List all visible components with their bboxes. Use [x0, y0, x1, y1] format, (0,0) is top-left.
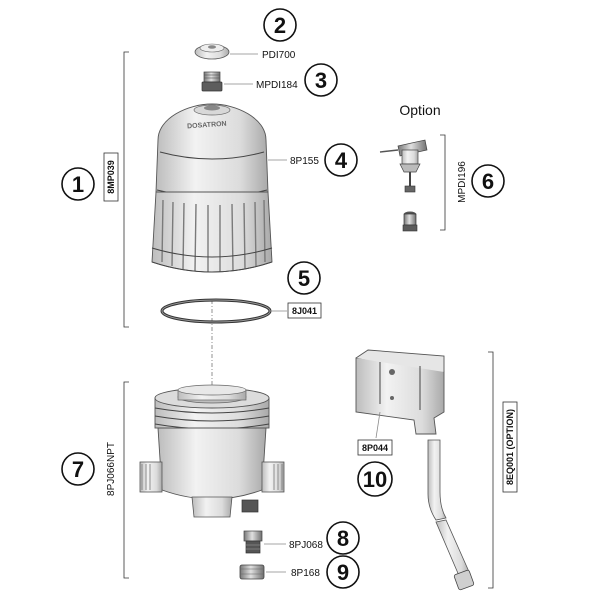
label-mpdi196: MPDI196 — [457, 161, 468, 203]
label-8p044: 8P044 — [362, 443, 388, 453]
callout-9: 9 — [337, 560, 349, 585]
callout-circle-10 — [357, 461, 393, 497]
bracket-eq001 — [488, 351, 494, 589]
callout-circle-1 — [61, 167, 95, 201]
cap-part — [194, 43, 230, 60]
bracket-1 — [123, 51, 129, 328]
label-8mp039: 8MP039 — [106, 160, 116, 194]
label-box-8eq001 — [502, 401, 518, 493]
callout-8: 8 — [337, 526, 349, 551]
callout-circle-8 — [326, 521, 360, 555]
label-8j041: 8J041 — [292, 306, 317, 316]
callout-circle-4 — [324, 143, 358, 177]
callout-4: 4 — [335, 148, 348, 173]
lower-body-part — [139, 384, 285, 518]
callout-10: 10 — [363, 467, 387, 492]
label-box-8mp039 — [103, 152, 119, 202]
callout-7: 7 — [72, 457, 84, 482]
label-8pj066npt: 8PJ066NPT — [106, 442, 117, 496]
label-8p168: 8P168 — [291, 568, 320, 579]
callout-circle-5 — [287, 261, 321, 295]
callout-2: 2 — [274, 13, 286, 38]
label-8eq001: 8EQ001 (OPTION) — [505, 409, 515, 485]
check-valve-part — [243, 530, 263, 554]
label-mpdi184: MPDI184 — [256, 80, 298, 91]
label-pdi700: PDI700 — [262, 50, 296, 61]
callout-circle-3 — [304, 63, 338, 97]
callout-circle-9 — [326, 555, 360, 589]
label-box-8j041 — [287, 302, 322, 319]
bracket-6 — [440, 134, 446, 231]
option-valve-part — [379, 139, 428, 232]
callout-3: 3 — [315, 68, 327, 93]
fitting-part — [201, 71, 223, 92]
callout-1: 1 — [72, 172, 84, 197]
callout-circle-7 — [61, 452, 95, 486]
label-8pj068: 8PJ068 — [289, 540, 323, 551]
upper-housing-part: DOSATRON — [151, 103, 273, 273]
leader-8p044 — [375, 411, 381, 439]
option-heading: Option — [399, 102, 440, 118]
wall-bracket-part — [355, 349, 445, 435]
label-8p155: 8P155 — [290, 156, 319, 167]
callout-5: 5 — [298, 266, 310, 291]
callout-6: 6 — [482, 169, 494, 194]
label-box-8p044 — [357, 439, 393, 456]
suction-tube-part — [427, 439, 475, 591]
nut-part — [239, 564, 265, 580]
bracket-7 — [123, 381, 129, 579]
housing-brand-text: DOSATRON — [187, 121, 227, 131]
callout-circle-6 — [471, 164, 505, 198]
callout-circle-2 — [263, 8, 297, 42]
